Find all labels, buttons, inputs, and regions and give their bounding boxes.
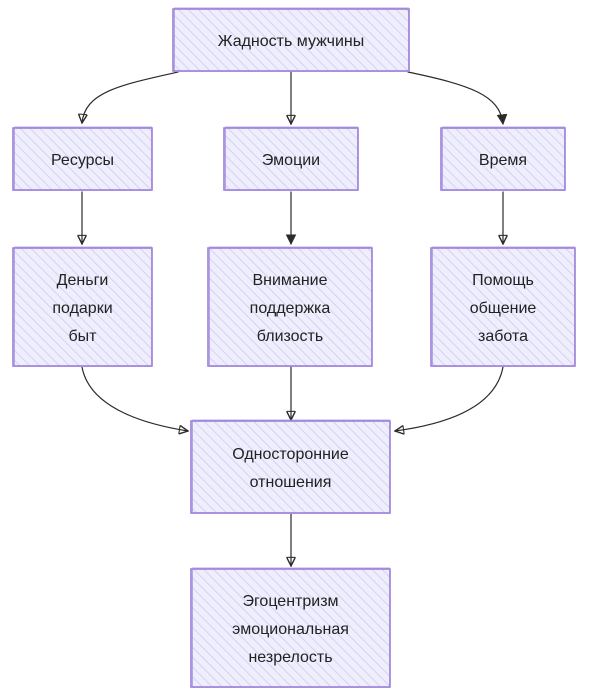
emotions-box: [224, 128, 358, 190]
root-label-line: Жадность мужчины: [218, 33, 365, 50]
emotions-border-sketch: [225, 126, 358, 191]
egocentrism-border-sketch: [192, 567, 390, 688]
time-border-sketch: [442, 126, 565, 191]
node-money: Деньги подарки быт: [12, 246, 153, 367]
attention-border-sketch: [209, 246, 372, 367]
node-emotions: Эмоции: [223, 126, 359, 191]
attention-label-line: близость: [257, 328, 323, 345]
attention-label-line: поддержка: [250, 300, 331, 317]
time-box: [441, 128, 565, 190]
node-root: Жадность мужчины: [172, 7, 410, 72]
money-label-line: Деньги: [57, 272, 109, 289]
help-box: [431, 248, 575, 366]
resources-box: [13, 128, 152, 190]
help-border-sketch: [432, 246, 575, 367]
emotions-label-line: Эмоции: [262, 152, 320, 169]
node-help: Помощь общение забота: [430, 246, 576, 367]
resources-border-sketch: [14, 126, 152, 191]
attention-box: [208, 248, 372, 366]
edge-root-time: [407, 71, 508, 126]
onesided-box: [191, 421, 390, 513]
root-box: [173, 9, 409, 71]
money-box: [13, 248, 152, 366]
node-onesided: Односторонние отношения: [190, 419, 391, 514]
onesided-border-sketch: [192, 419, 390, 514]
node-resources: Ресурсы: [12, 126, 153, 191]
help-label-line: забота: [478, 328, 528, 345]
time-label-line: Время: [479, 152, 527, 169]
attention-label-line: Внимание: [252, 272, 327, 289]
node-attention: Внимание поддержка близость: [207, 246, 373, 367]
node-egocentrism: Эгоцентризм эмоциональная незрелость: [190, 567, 391, 688]
egocentrism-box: [191, 569, 390, 687]
money-label-line: быт: [69, 328, 98, 345]
onesided-label-line: Односторонние: [232, 446, 349, 463]
money-border-sketch: [14, 246, 152, 367]
root-border-sketch: [174, 7, 409, 72]
edge-root-resources: [82, 71, 179, 123]
help-label-line: Помощь: [472, 272, 534, 289]
egocentrism-label-line: незрелость: [248, 649, 332, 666]
edge-money-onesided: [81, 366, 188, 431]
money-label-line: подарки: [52, 300, 112, 317]
node-time: Время: [440, 126, 566, 191]
edge-help-onesided: [395, 366, 504, 431]
resources-label-line: Ресурсы: [51, 152, 114, 169]
help-label-line: общение: [470, 300, 537, 317]
onesided-label-line: отношения: [250, 474, 332, 491]
egocentrism-label-line: Эгоцентризм: [242, 593, 338, 610]
egocentrism-label-line: эмоциональная: [232, 621, 349, 638]
